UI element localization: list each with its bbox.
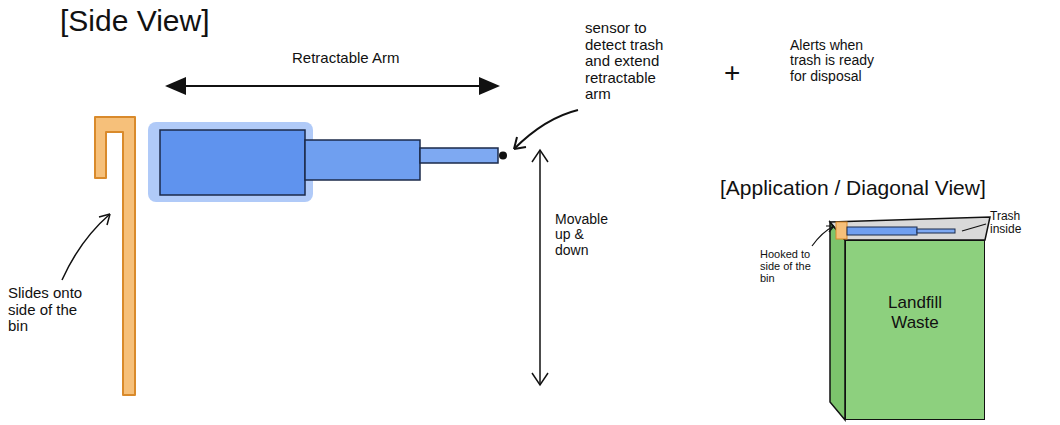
arrow-head [532,150,548,162]
leader-line [514,110,578,149]
dimension-line [172,85,493,87]
arm-shading [148,122,313,202]
bin-opening [830,217,990,240]
arm-segment [305,140,420,180]
arrow-head [479,77,500,95]
bin-clip [95,117,135,395]
bin-front: Landfill Waste [845,240,985,420]
note-text: sensor to detect trash and extend retrac… [585,20,685,103]
sensor-dot [499,152,507,160]
leader-line [812,226,834,246]
dimension-line [539,150,541,385]
arm-small [917,229,955,233]
arrow-head [99,214,110,225]
dimension-label: Retractable Arm [292,50,452,67]
bin-clip-small [836,222,847,239]
callout-text: Hooked to side of the bin [760,248,822,284]
arm-segment [160,130,305,195]
arrow-head [165,77,186,95]
callout-text: Trash inside [990,210,1045,236]
leader-line [962,224,986,231]
bin-side [830,222,845,420]
note-text: Alerts when trash is ready for disposal [790,38,885,84]
view-heading: [Side View] [60,4,300,37]
arrow-head [826,226,834,232]
arm-segment [420,148,498,163]
note-text: Movable up & down [555,212,621,258]
leader-line [62,214,110,280]
plus-sign: + [724,58,754,89]
arrow-head [514,137,526,149]
arm-small [847,227,917,235]
view-heading: [Application / Diagonal View] [720,176,1050,199]
note-text: Slides onto side of the bin [8,285,90,335]
bin-label: Landfill Waste [875,293,955,334]
arrow-head [532,373,548,385]
